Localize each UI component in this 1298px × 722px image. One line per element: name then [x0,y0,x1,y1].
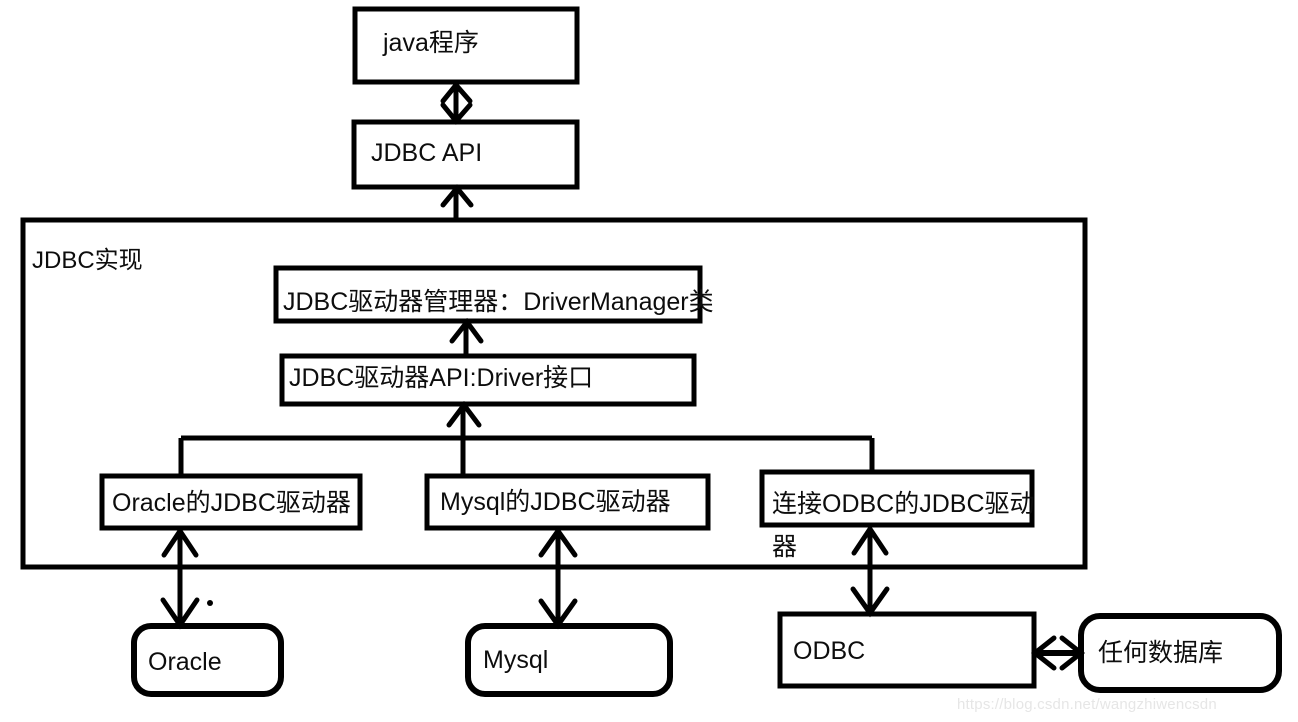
edge-mysql-db-mysql-driver [538,526,578,630]
odbc-driver-label-line2: 器 [772,533,798,561]
mysql-driver-box [424,473,711,531]
java-program-box [352,6,580,85]
driver-api-label: JDBC驱动器API:Driver接口 [289,364,594,392]
oracle-database-box [131,623,284,697]
mysql-driver-label: Mysql的JDBC驱动器 [440,488,671,516]
oracle-driver-box [99,473,363,531]
oracle-driver-label: Oracle的JDBC驱动器 [112,489,351,517]
edge-oracle-db-oracle-driver [160,526,213,630]
odbc-driver-label-line1: 连接ODBC的JDBC驱动 [772,490,1035,518]
driver-manager-box [273,265,703,324]
watermark-text: https://blog.csdn.net/wangzhiwencsdn [957,696,1217,713]
drivers-bus-line [178,435,875,478]
mysql-database-label: Mysql [483,646,549,674]
edge-driver-api-driver-manager [449,317,484,356]
edge-odbc-odbc-driver [850,524,890,618]
mysql-database-box [465,623,673,697]
any-database-label: 任何数据库 [1098,639,1224,667]
jdbc-api-label: JDBC API [371,139,483,167]
odbc-box [777,611,1037,689]
jdbc-implementation-label: JDBC实现 [32,247,143,274]
java-program-label: java程序 [383,29,479,57]
edge-odbc-any-database [1030,635,1086,671]
edge-java-program-jdbc-api [440,81,473,125]
driver-manager-label: JDBC驱动器管理器：DriverManager类 [283,288,714,316]
oracle-database-label: Oracle [148,648,222,676]
odbc-label: ODBC [793,637,866,665]
driver-api-box [279,353,697,407]
edge-container-jdbc-api [440,184,474,219]
jdbc-api-box [351,119,580,190]
odbc-driver-box [759,469,1035,528]
